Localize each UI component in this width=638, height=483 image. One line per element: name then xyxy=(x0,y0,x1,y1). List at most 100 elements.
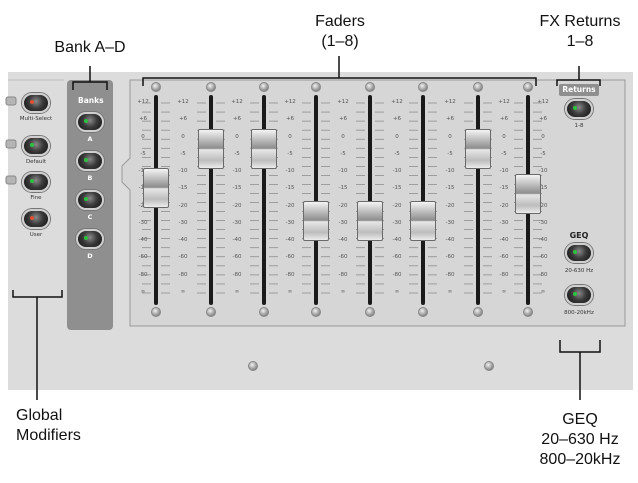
scale-label: -10 xyxy=(499,168,509,175)
geq-callout: GEQ 20–630 Hz 800–20kHz xyxy=(530,410,630,470)
led-indicator xyxy=(30,143,34,147)
scale-label: -80 xyxy=(392,271,402,278)
scale-label: -30 xyxy=(338,219,348,226)
led-indicator xyxy=(573,106,577,110)
scale-label: -30 xyxy=(285,219,295,226)
scale-label: +12 xyxy=(337,99,349,105)
scale-label: ∞ xyxy=(394,289,400,295)
panel-screw xyxy=(484,361,494,371)
led-indicator xyxy=(84,197,88,201)
scale-label: 0 xyxy=(502,133,506,140)
led-indicator xyxy=(84,236,88,240)
returns-button[interactable] xyxy=(565,99,593,119)
faders-title: Faders xyxy=(315,13,365,30)
scale-label: -80 xyxy=(232,271,242,278)
modifier-button-fine[interactable] xyxy=(22,172,50,192)
scale-label: -60 xyxy=(445,254,455,261)
fader-knob-4[interactable] xyxy=(303,201,329,241)
scale-label: +12 xyxy=(284,99,296,105)
modifier-label: User xyxy=(29,232,43,238)
scale-label: -10 xyxy=(232,168,242,175)
scale-label: -5 xyxy=(180,150,186,157)
scale-label: -60 xyxy=(232,254,242,261)
scale-label: -15 xyxy=(178,185,188,192)
fader-bottom-screw xyxy=(365,307,375,317)
scale-label: -20 xyxy=(232,202,242,209)
scale-label: -40 xyxy=(392,237,402,244)
scale-label: -60 xyxy=(499,254,509,261)
scale-label: -10 xyxy=(178,168,188,175)
scale-label: -20 xyxy=(338,202,348,209)
fader-knob-2[interactable] xyxy=(198,129,224,169)
scale-label: -20 xyxy=(499,202,509,209)
scale-label: -30 xyxy=(178,219,188,226)
panel-screw xyxy=(248,361,258,371)
scale-label: 0 xyxy=(448,133,452,140)
scale-label: -40 xyxy=(232,237,242,244)
scale-label: ∞ xyxy=(447,289,453,295)
scale-label: -10 xyxy=(338,168,348,175)
geq-low-button[interactable] xyxy=(565,243,593,263)
led-indicator xyxy=(30,216,34,220)
fader-top-screw xyxy=(418,82,428,92)
modifier-label: Fine xyxy=(30,195,42,201)
fader-knob-1[interactable] xyxy=(143,168,169,208)
scale-label: -30 xyxy=(499,219,509,226)
bank-button-a[interactable] xyxy=(76,112,104,132)
scale-label: -60 xyxy=(538,254,548,261)
fader-knob-8[interactable] xyxy=(515,174,541,214)
scale-label: ∞ xyxy=(140,289,146,295)
scale-label: -30 xyxy=(232,219,242,226)
fader-top-screw xyxy=(206,82,216,92)
modifier-button-user[interactable] xyxy=(22,209,50,229)
bank-label-b: B xyxy=(87,174,93,182)
fader-bottom-screw xyxy=(151,307,161,317)
scale-label: +12 xyxy=(537,99,549,105)
fader-bottom-screw xyxy=(418,307,428,317)
fader-track-3 xyxy=(262,95,266,305)
led-indicator xyxy=(84,119,88,123)
fader-top-screw xyxy=(473,82,483,92)
bank-button-d[interactable] xyxy=(76,229,104,249)
scale-label: -5 xyxy=(234,150,240,157)
scale-label: -15 xyxy=(338,185,348,192)
fx-returns-callout: FX Returns 1–8 xyxy=(530,12,630,52)
bank-label-a: A xyxy=(87,135,93,143)
scale-label: -60 xyxy=(178,254,188,261)
bank-button-b[interactable] xyxy=(76,151,104,171)
fader-top-screw xyxy=(365,82,375,92)
scale-label: -5 xyxy=(447,150,453,157)
modifier-button-default[interactable] xyxy=(22,136,50,156)
modifier-label: Multi-Select xyxy=(19,116,53,122)
fader-bottom-screw xyxy=(206,307,216,317)
scale-label: ∞ xyxy=(180,289,186,295)
bank-button-c[interactable] xyxy=(76,190,104,210)
scale-label: -60 xyxy=(338,254,348,261)
modifiers-title: Modifiers xyxy=(16,427,81,444)
fader-knob-5[interactable] xyxy=(357,201,383,241)
scale-label: -15 xyxy=(538,185,548,192)
scale-label: 0 xyxy=(181,133,185,140)
scale-label: -5 xyxy=(501,150,507,157)
scale-label: -5 xyxy=(140,150,146,157)
geq-high-button[interactable] xyxy=(565,285,593,305)
scale-label: -80 xyxy=(178,271,188,278)
scale-label: -30 xyxy=(445,219,455,226)
scale-label: ∞ xyxy=(287,289,293,295)
fader-knob-3[interactable] xyxy=(251,129,277,169)
scale-label: +6 xyxy=(138,116,148,123)
scale-label: ∞ xyxy=(234,289,240,295)
fader-top-screw xyxy=(259,82,269,92)
fader-knob-7[interactable] xyxy=(465,129,491,169)
fader-knob-6[interactable] xyxy=(410,201,436,241)
scale-label: +12 xyxy=(231,99,243,105)
scale-label: +6 xyxy=(392,116,402,123)
fader-top-screw xyxy=(311,82,321,92)
scale-label: -40 xyxy=(338,237,348,244)
scale-label: -20 xyxy=(445,202,455,209)
bank-label-c: C xyxy=(87,213,93,221)
global-modifiers-callout: Global Modifiers xyxy=(16,406,86,446)
scale-label: -80 xyxy=(338,271,348,278)
modifier-button-multi-select[interactable] xyxy=(22,93,50,113)
geq-callout-high: 800–20kHz xyxy=(539,451,621,468)
